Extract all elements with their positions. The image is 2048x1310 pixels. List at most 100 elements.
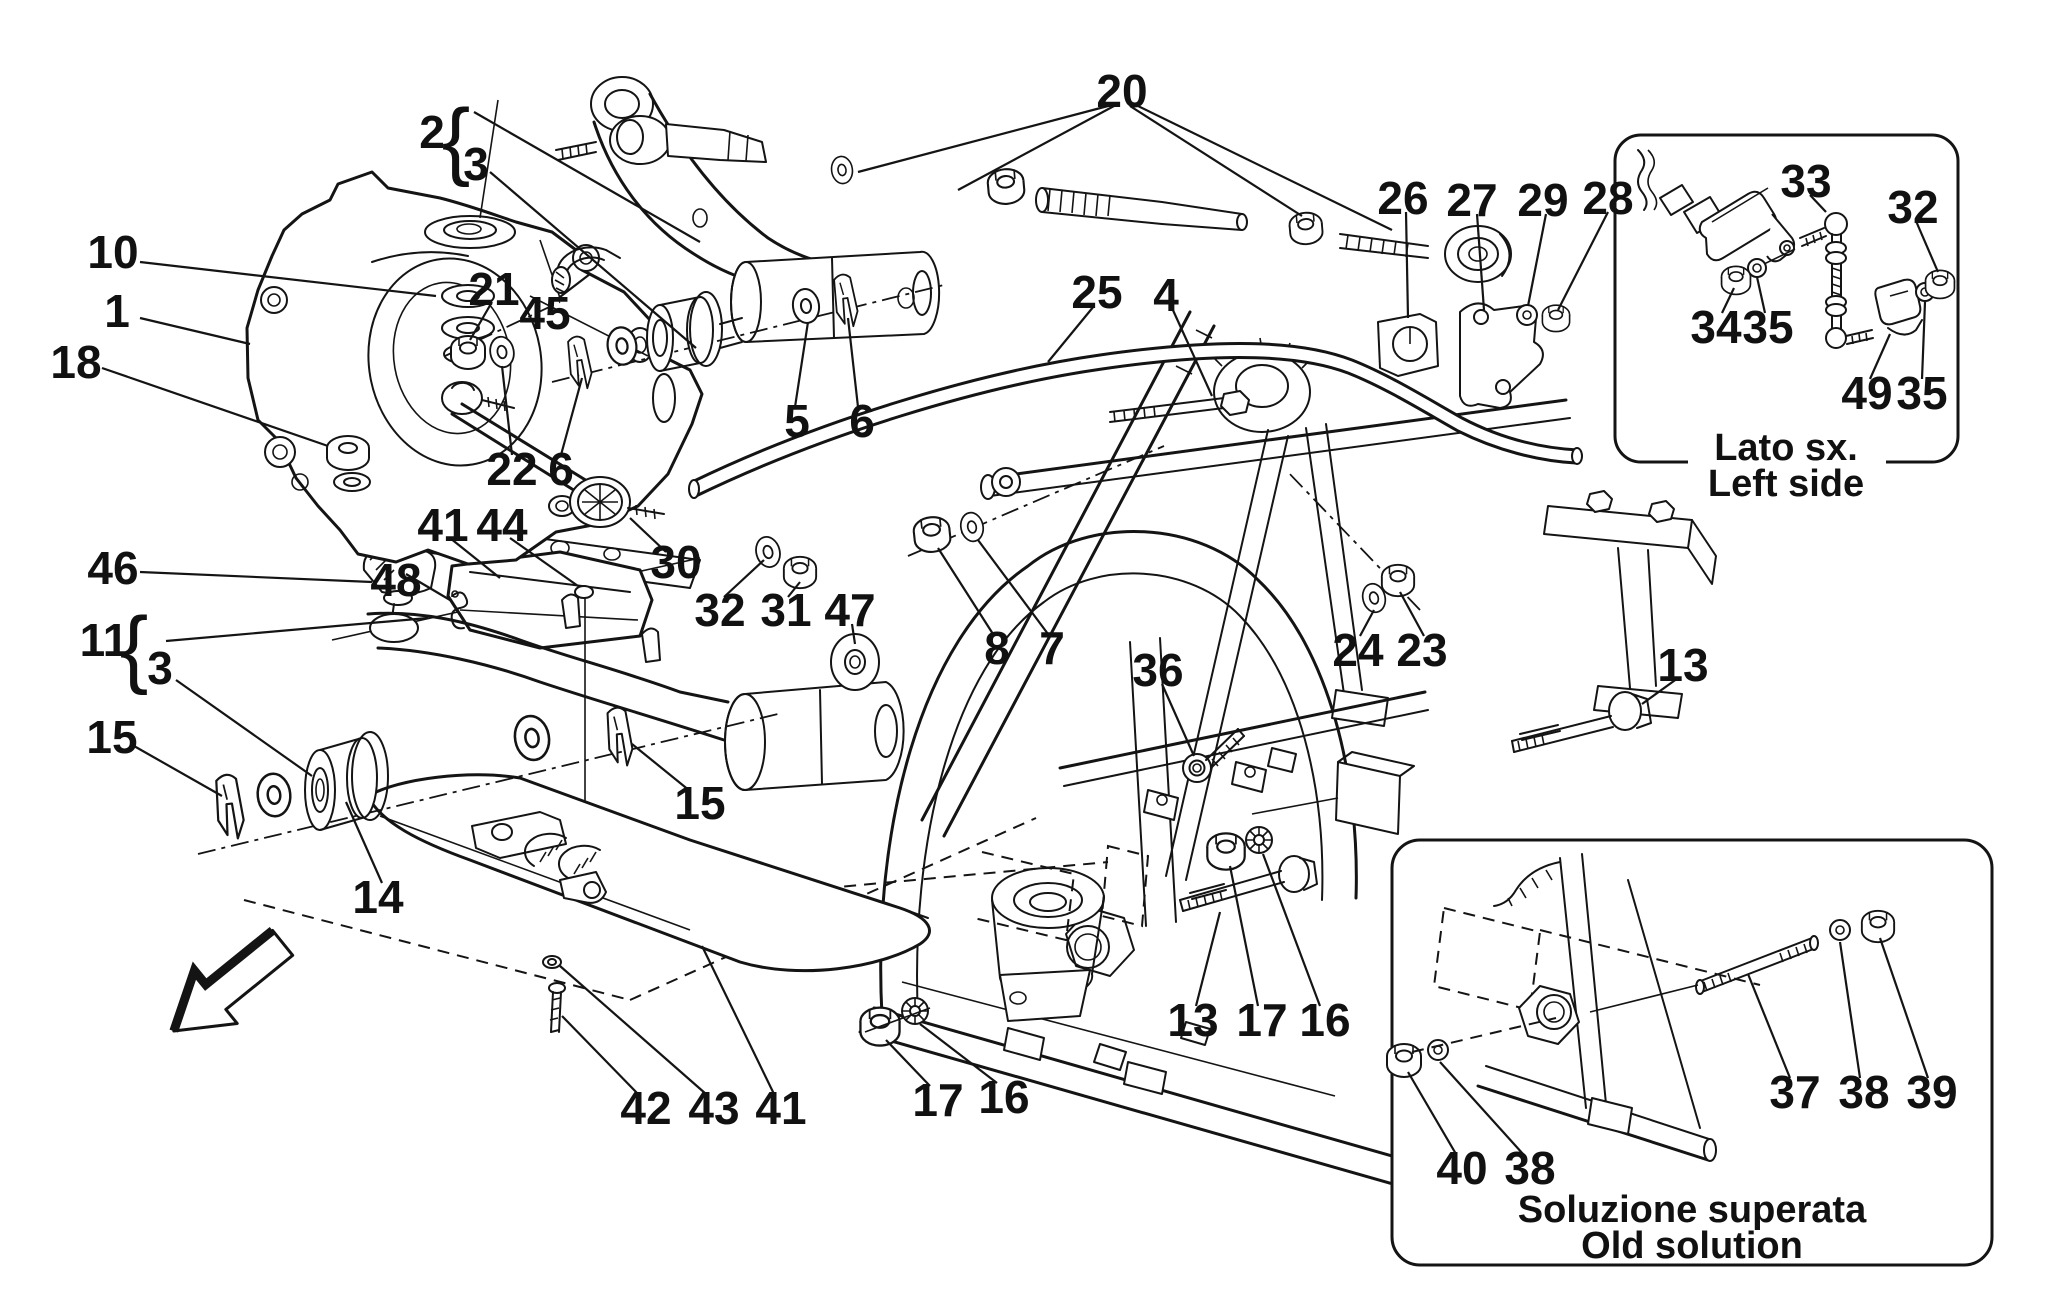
group-brace: { [120,600,149,696]
part-label-15: 15 [86,711,137,763]
leader-line-25 [1047,305,1095,363]
part-label-30: 30 [650,536,701,588]
part-label-33: 33 [1780,155,1831,207]
leader-line-33 [1809,194,1827,213]
leader-line-14 [344,801,384,884]
leader-line-38 [1439,1061,1524,1155]
stabilizer-bar-drawing [688,302,1583,499]
part-label-32: 32 [1887,181,1938,233]
leader-line-27 [1475,213,1486,311]
leader-line-13 [1641,677,1679,705]
knuckle-nut-washer-drawing [444,301,561,370]
leader-line-48 [405,573,451,601]
leader-line-35 [1920,301,1927,380]
leader-line-36 [1160,683,1196,757]
leader-line-3 [175,679,313,777]
leader-line-16 [919,1023,998,1084]
part-label-22: 22 [486,443,537,495]
leader-line-18 [101,366,329,448]
part-label-20: 20 [1096,65,1147,117]
leader-line-30 [629,517,667,553]
part-label-46: 46 [87,542,138,594]
leader-line-46 [139,570,373,584]
part-label-36: 36 [1132,644,1183,696]
leader-line-34 [1721,287,1735,314]
leader-line-31 [787,581,801,598]
group-brace: { [442,92,471,188]
leader-line-41 [701,945,775,1095]
lower-heat-shield-drawing [366,773,931,1033]
leader-line-40 [1407,1071,1457,1155]
inset-left-side: Lato sx. Left side [1613,133,1960,505]
part-label-17: 17 [1236,994,1287,1046]
leader-line-8 [937,547,994,635]
leader-line-13 [1194,911,1222,1007]
leader-line-32 [1914,220,1940,273]
leader-line-20 [957,105,1115,191]
leader-line-6 [846,317,860,408]
leader-line-29 [1526,213,1548,307]
part-label-49: 49 [1841,367,1892,419]
part-label-8: 8 [984,622,1010,674]
part-label-13: 13 [1657,639,1708,691]
leader-line-4 [1170,307,1214,397]
leader-line-2 [473,111,701,243]
leader-line-42 [561,1015,639,1095]
part-label-16: 16 [1299,994,1350,1046]
part-label-4: 4 [1153,269,1179,321]
leader-line-23 [1399,591,1425,637]
toe-link-rods-drawing [555,115,1512,283]
part-label-14: 14 [352,871,404,923]
leader-line-44 [509,537,579,587]
leader-line-26 [1404,211,1410,319]
leader-line-24 [1359,609,1375,637]
leader-line-1 [139,316,251,346]
leader-line-28 [1557,211,1609,311]
part-label-41: 41 [417,499,468,551]
part-label-7: 7 [1039,622,1065,674]
direction-arrow-icon [169,926,295,1033]
part-label-47: 47 [824,584,875,636]
part-label-44: 44 [476,499,528,551]
part-label-43: 43 [688,1082,739,1134]
part-label-27: 27 [1446,174,1497,226]
leader-line-15 [133,745,223,797]
part-label-35: 35 [1896,367,1947,419]
leader-line-17 [1228,865,1260,1007]
leader-line-41 [449,537,501,579]
caption-gap [1688,428,1886,468]
caption-gap [1462,1186,1922,1262]
leader-line-6 [559,377,584,456]
leader-line-20 [857,104,1109,174]
part-label-48: 48 [370,554,421,606]
part-label-42: 42 [620,1082,671,1134]
leader-line-3 [489,171,697,349]
part-label-3: 3 [463,138,489,190]
leader-line-49 [1868,333,1892,380]
leader-line-17 [885,1039,931,1087]
leader-line-38 [1838,941,1862,1079]
part-label-13: 13 [1167,994,1218,1046]
part-label-28: 28 [1582,172,1633,224]
inset-old-solution: Soluzione superata Old solution [1386,838,1994,1267]
leader-line-16 [1261,853,1322,1007]
leader-line-43 [559,965,707,1095]
part-label-6: 6 [548,443,574,495]
leader-line-21 [469,301,493,341]
leader-line-10 [139,260,437,298]
leader-line-5 [793,321,810,408]
part-label-11: 11 [80,614,129,666]
leader-line-15 [631,743,691,792]
leader-line-22 [500,365,514,456]
part-label-32: 32 [694,584,745,636]
leader-line-37 [1746,973,1792,1079]
part-label-45: 45 [519,287,570,339]
part-label-18: 18 [50,336,101,388]
inset-old-solution-caption-en: Old solution [1581,1225,1803,1267]
part-label-37: 37 [1769,1066,1820,1118]
part-label-21: 21 [468,263,519,315]
leader-line-32 [723,559,765,598]
part-label-31: 31 [760,584,811,636]
upper-control-arm-drawing [551,76,949,392]
